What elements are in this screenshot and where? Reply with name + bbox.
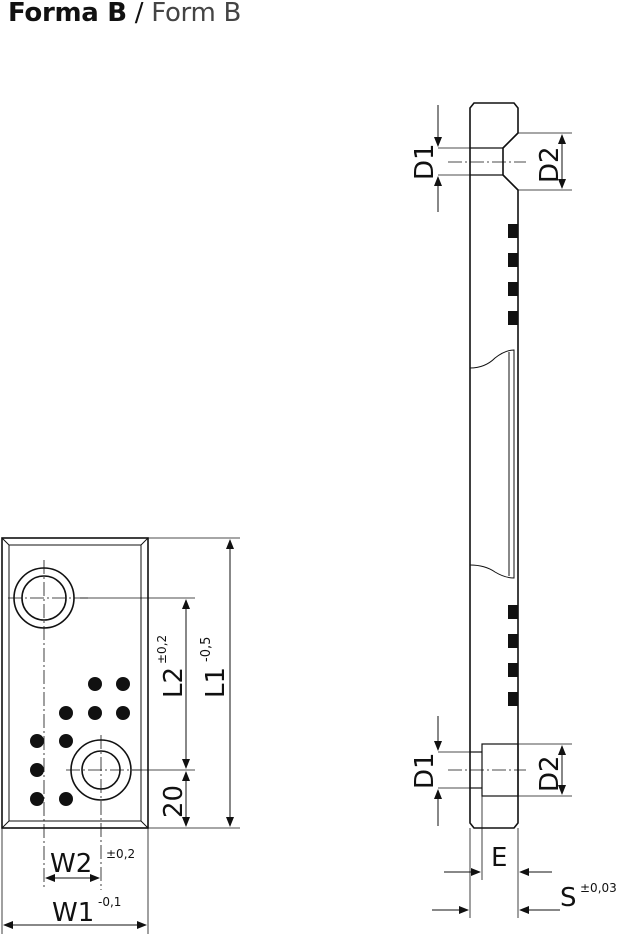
w1-tolerance: -0,1 [98,895,121,909]
d2-bottom-label: D2 [535,755,565,792]
lubrication-slot [508,663,518,677]
l2-tolerance: ±0,2 [155,635,169,664]
lubrication-dot [30,763,44,777]
lubrication-dot [30,792,44,806]
d2-top-label: D2 [535,146,565,183]
s-tolerance: ±0,03 [580,881,617,895]
title-separator: / [134,0,144,28]
lubrication-dot [116,677,130,691]
l1-tolerance: -0,5 [199,637,214,662]
lubrication-dots [30,677,130,806]
side-labels: D1 D2 D1 D2 E S ±0,03 [410,143,617,913]
plate-outline [1,537,149,829]
d1-top-label: D1 [410,143,440,180]
w2-label: W2 [50,849,92,879]
lubrication-dot [59,792,73,806]
d1-bottom-label: D1 [410,752,440,789]
lubrication-slot [508,224,518,238]
w2-tolerance: ±0,2 [106,847,135,861]
side-profile [469,102,519,829]
center-lines [8,560,140,890]
front-dimension-lines [3,539,234,929]
lubrication-slot [508,311,518,325]
l2-label: L2 [159,667,189,698]
lubrication-dot [88,677,102,691]
lubrication-dot [30,734,44,748]
lubrication-slot [508,253,518,267]
side-lubrication-slots [508,224,518,706]
drawing-title: Forma B / Form B [8,0,241,28]
lubrication-slot [508,634,518,648]
side-center-lines [448,161,526,771]
s-label: S [560,883,577,913]
plate-chamfer-inner [8,544,142,822]
lubrication-slot [508,692,518,706]
side-dimension-lines [432,105,572,918]
front-view [1,537,240,934]
front-extension-lines [1,537,240,934]
title-secondary: Form B [151,0,242,28]
lubrication-dot [59,706,73,720]
front-labels: L2 ±0,2 L1 -0,5 20 W2 ±0,2 W1 -0,1 [50,635,231,928]
lubrication-dot [88,706,102,720]
lubrication-slot [508,282,518,296]
e-label: E [491,843,507,873]
w1-label: W1 [52,898,94,928]
offset-label: 20 [159,785,189,818]
side-recess [469,349,515,579]
lubrication-slot [508,605,518,619]
l1-label: L1 [201,667,231,698]
lubrication-dot [59,734,73,748]
title-primary: Forma B [8,0,127,28]
side-view [469,102,519,829]
lubrication-dot [116,706,130,720]
